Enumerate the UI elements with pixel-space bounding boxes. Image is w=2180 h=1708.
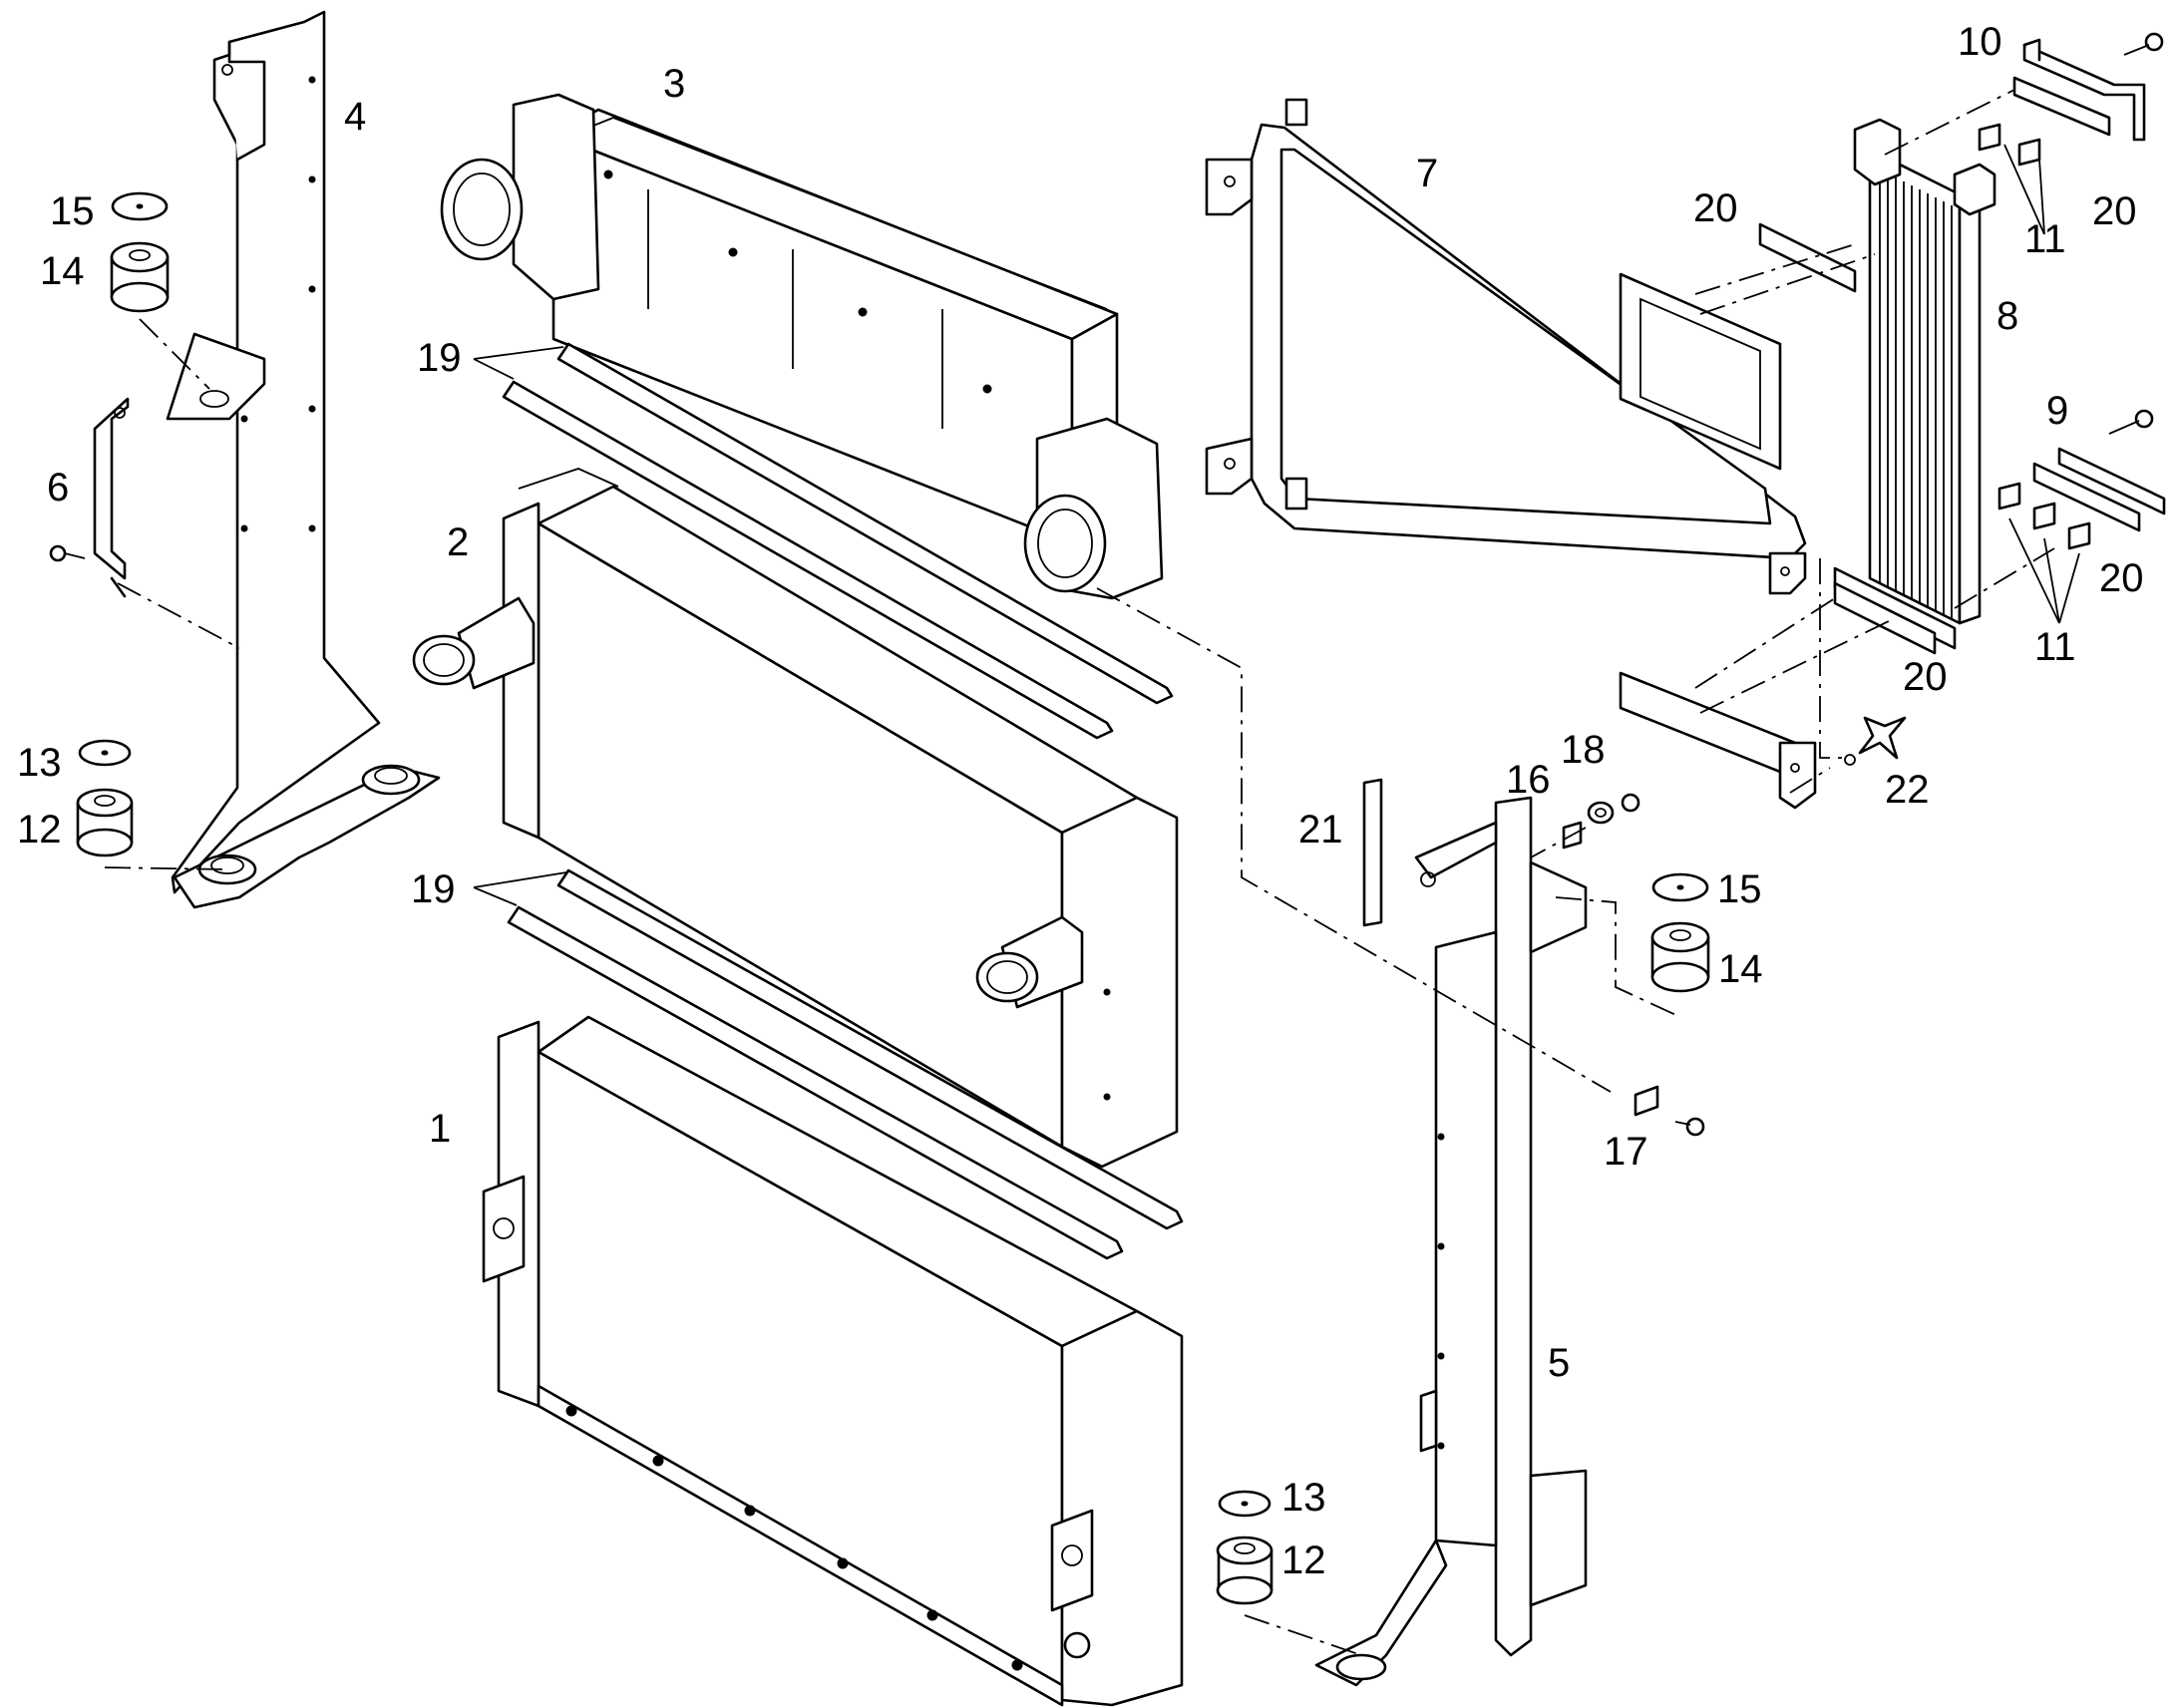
washer-13-bottom xyxy=(1218,1490,1272,1518)
assembly-lines xyxy=(104,89,2055,1656)
callout-2: 2 xyxy=(447,520,469,564)
callout-6: 6 xyxy=(47,466,69,510)
plate-20-lower xyxy=(1833,581,1937,655)
callout-11-lower: 11 xyxy=(2034,625,2076,669)
callout-12-left: 12 xyxy=(17,808,62,852)
washer-13-left xyxy=(78,739,132,767)
bolt-10 xyxy=(2123,32,2164,56)
callout-20-mid-right: 20 xyxy=(2099,556,2144,600)
mount-12-bottom xyxy=(1216,1536,1273,1605)
callout-19-upper: 19 xyxy=(417,336,462,380)
upper-seal-strips xyxy=(502,342,1174,740)
left-side-bracket xyxy=(166,10,441,909)
spacers-11-upper xyxy=(1978,123,2041,167)
small-bracket xyxy=(93,397,130,598)
callout-13-left: 13 xyxy=(17,741,62,785)
bolt-9 xyxy=(2108,409,2154,435)
charge-air-cooler xyxy=(440,93,1164,600)
callout-16: 16 xyxy=(1506,758,1551,802)
callout-15-left: 15 xyxy=(50,189,95,233)
bolt-18 xyxy=(1621,793,1640,813)
bottom-radiator xyxy=(482,1015,1184,1707)
spacers-11-lower xyxy=(1998,482,2091,550)
callout-10: 10 xyxy=(1958,20,2002,64)
callout-14-left: 14 xyxy=(40,249,85,293)
callout-labels: 1 2 3 4 5 6 7 8 9 10 11 11 12 12 13 13 1… xyxy=(17,20,2144,1582)
plate-20-mid-right xyxy=(2032,462,2141,532)
washer-18 xyxy=(1587,801,1615,825)
washer-15-right xyxy=(1651,872,1709,902)
callout-3: 3 xyxy=(663,62,685,106)
strip-21 xyxy=(1362,778,1383,927)
callout-11-upper: 11 xyxy=(2024,217,2066,261)
leader-lines xyxy=(473,144,2080,906)
callout-20-upper-left: 20 xyxy=(1693,186,1738,230)
callout-9: 9 xyxy=(2046,389,2068,433)
callout-13-bottom: 13 xyxy=(1281,1476,1326,1520)
bracket-9 xyxy=(2057,447,2166,515)
callout-12-bottom: 12 xyxy=(1281,1538,1326,1582)
washer-15-left xyxy=(111,191,169,221)
callout-22: 22 xyxy=(1885,768,1930,812)
callout-20-lower: 20 xyxy=(1903,655,1948,699)
bolt-left xyxy=(49,544,86,562)
callout-17: 17 xyxy=(1604,1130,1648,1174)
callout-14-right: 14 xyxy=(1718,947,1763,991)
bolt-17 xyxy=(1674,1117,1705,1137)
callout-19-lower: 19 xyxy=(411,867,456,911)
condenser-frame xyxy=(1205,98,1817,810)
mount-14-left xyxy=(110,241,170,313)
callout-8: 8 xyxy=(1997,294,2018,338)
right-side-bracket xyxy=(1314,796,1588,1687)
lower-seal-strips xyxy=(507,868,1184,1260)
callout-21: 21 xyxy=(1298,808,1343,852)
bracket-10 xyxy=(2022,38,2146,142)
callout-7: 7 xyxy=(1416,152,1438,195)
mount-12-left xyxy=(76,788,134,857)
star-knob xyxy=(1844,716,1907,766)
plate-20-upper-right xyxy=(2012,76,2111,137)
plate-20-upper-left xyxy=(1758,222,1857,293)
callout-4: 4 xyxy=(344,95,366,139)
mount-14-right xyxy=(1650,921,1710,993)
middle-radiator xyxy=(412,468,1179,1169)
callout-15-right: 15 xyxy=(1717,867,1762,911)
oil-cooler xyxy=(1833,118,1997,650)
callout-1: 1 xyxy=(429,1107,451,1151)
callout-18: 18 xyxy=(1561,728,1606,772)
callout-20-upper-right: 20 xyxy=(2092,189,2137,233)
callout-5: 5 xyxy=(1548,1341,1570,1385)
spacer-17 xyxy=(1634,1085,1659,1117)
